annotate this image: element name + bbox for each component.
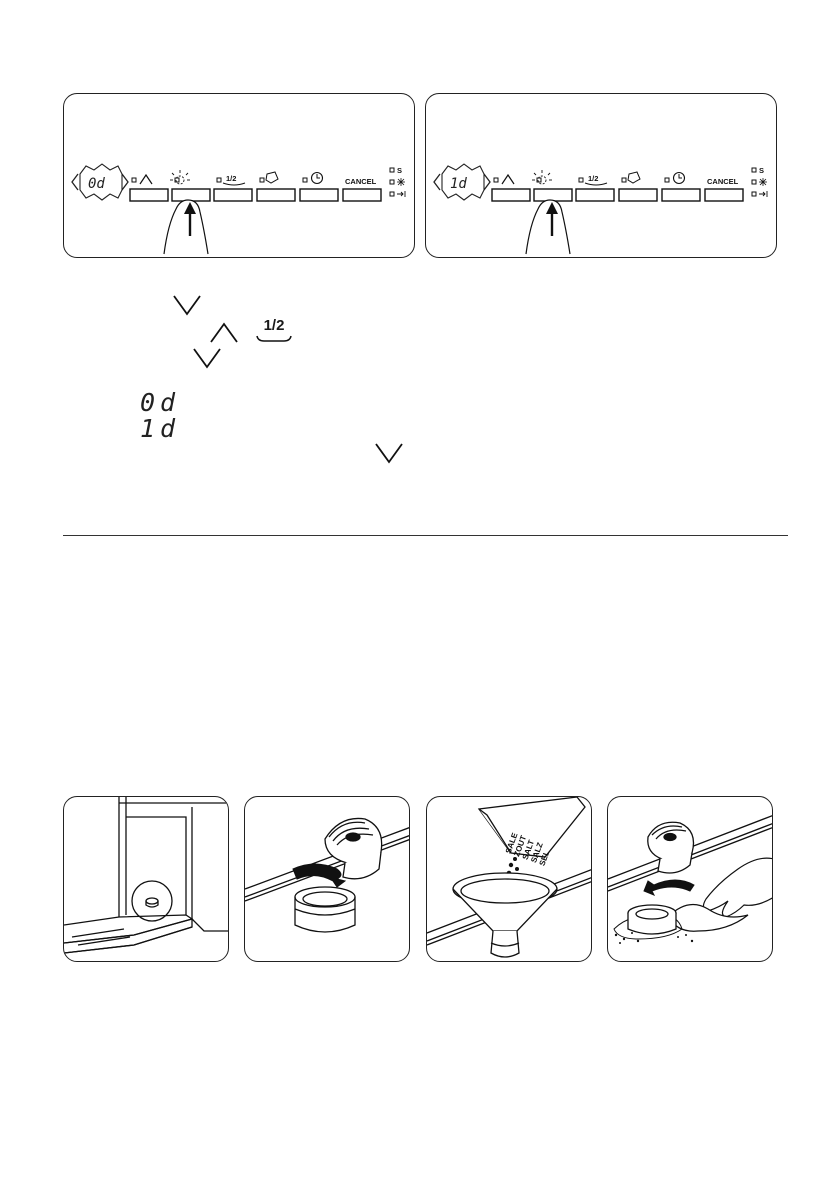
half-load-text: 1/2 [263,317,285,334]
flashing-indicator-icon [532,170,552,185]
clock-icon [672,171,686,185]
flashing-indicator-icon [170,170,190,185]
end-indicator-icon [397,191,406,197]
salt-indicator-icon: S [397,166,402,175]
control-panel-figure-2: 1d 1/2 CANCEL [425,93,777,258]
half-load-symbol: 1/2 [254,318,294,346]
panel-button-row [129,188,382,202]
control-panel-drawing: 1d 1/2 CANCEL [433,163,768,255]
salt-spill [614,932,694,944]
control-panel-drawing: 0d 1/2 [71,163,406,255]
rotate-arrow-icon [292,863,347,888]
chevron-down-icon [193,348,221,369]
finger-pressing-icon [163,199,209,255]
finger-pressing-icon [525,199,571,255]
chevron-down-icon [375,443,403,464]
half-load-label: 1/2 [588,174,598,183]
illustration-unscrew-cap [244,796,410,962]
salt-indicator-icon: S [759,166,764,175]
cancel-label: CANCEL [707,177,739,186]
illustration-close-cap [607,796,773,962]
tablet-icon [627,171,641,184]
funnel-icon [452,872,558,958]
chevron-up-icon [210,322,238,343]
setting-display-on: 1d [140,414,181,443]
rotate-arrow-icon [643,879,695,896]
chevron-up-icon [139,173,153,185]
half-load-label: 1/2 [226,174,236,183]
control-panel-figure-1: 0d 1/2 [63,93,415,258]
salt-cap-icon [324,817,383,880]
clock-icon [310,171,324,185]
salt-cap-icon [647,821,695,874]
cancel-label: CANCEL [345,177,377,186]
wiping-hand-icon [667,857,772,932]
setting-display-off: 0d [140,388,181,417]
chevron-up-icon [501,173,515,185]
end-indicator-icon [759,191,768,197]
illustration-open-dishwasher [63,796,229,962]
tablet-icon [265,171,279,184]
illustration-pour-salt: SALE ZOUT SALT SALZ SEL [426,796,592,962]
chevron-down-icon [173,295,201,316]
panel-display-text: 1d [450,176,467,192]
panel-display-text: 0d [88,176,105,192]
rinse-indicator-icon [759,178,767,186]
rinse-indicator-icon [397,178,405,186]
section-divider [63,535,788,536]
salt-box-icon [477,797,586,858]
panel-button-row [491,188,744,202]
